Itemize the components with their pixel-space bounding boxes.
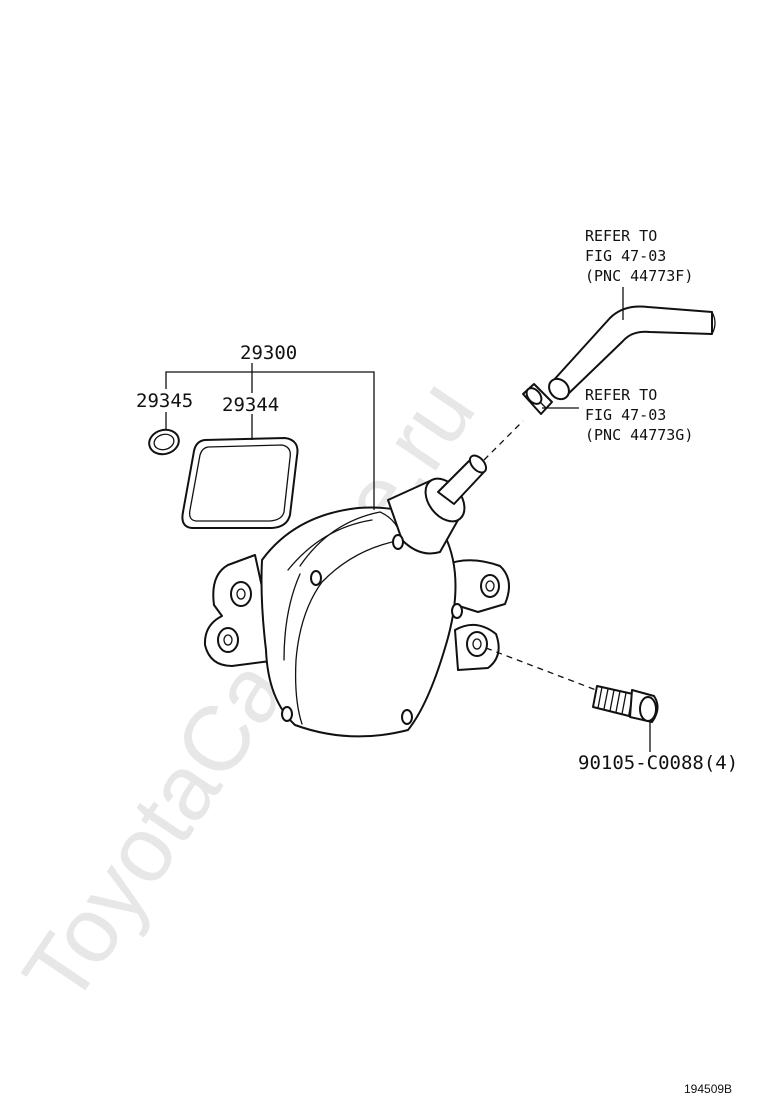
leader-lines xyxy=(165,287,651,752)
illustration-code: 194509B xyxy=(684,1082,732,1096)
hose-reference-line3: (PNC 44773F) xyxy=(585,267,693,285)
hose-clamp xyxy=(522,383,553,415)
clamp-reference-line1: REFER TO xyxy=(585,386,657,404)
clamp-reference-line3: (PNC 44773G) xyxy=(585,426,693,444)
gasket xyxy=(181,437,299,529)
bolt xyxy=(592,685,659,723)
o-ring xyxy=(148,428,180,456)
part-number-assembly: 29300 xyxy=(240,342,297,364)
part-number-bolt: 90105-C0088(4) xyxy=(578,752,738,774)
vacuum-hose xyxy=(548,305,716,401)
clamp-reference-line2: FIG 47-03 xyxy=(585,406,666,424)
hose-reference-line2: FIG 47-03 xyxy=(585,247,666,265)
vacuum-pump-assembly xyxy=(203,454,510,738)
part-number-o-ring: 29345 xyxy=(136,390,193,412)
part-number-gasket: 29344 xyxy=(222,394,279,416)
hose-reference-line1: REFER TO xyxy=(585,227,657,245)
